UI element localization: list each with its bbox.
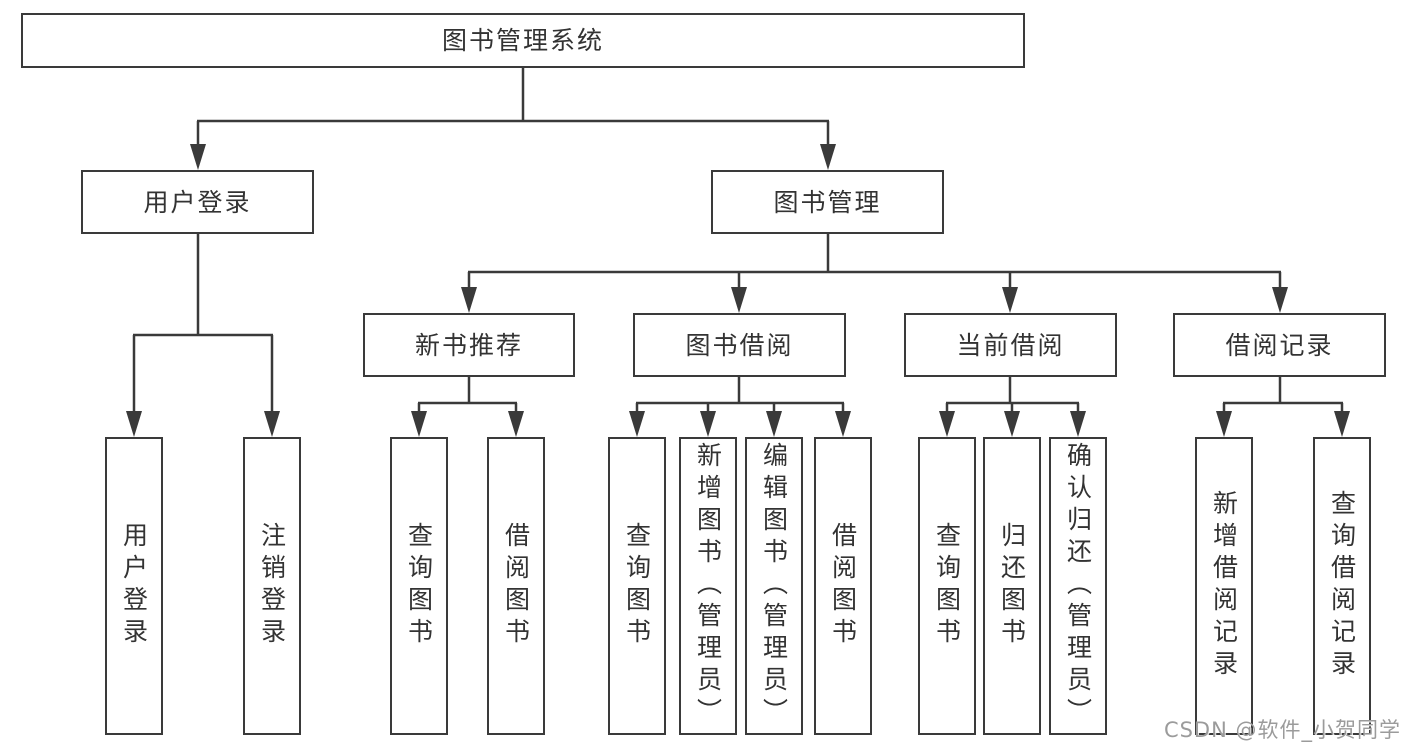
leaf-add-borrow-record: 新增借阅记录 [1195, 437, 1253, 735]
leaf-edit-book-admin: 编辑图书（管理员） [745, 437, 803, 735]
leaf-add-book-admin: 新增图书（管理员） [679, 437, 737, 735]
leaf-borrow-books-borrowing: 借阅图书 [814, 437, 872, 735]
leaf-logout: 注销登录 [243, 437, 301, 735]
leaf-borrow-books-recommend: 借阅图书 [487, 437, 545, 735]
arrowheads [126, 144, 1350, 437]
node-user-login: 用户登录 [81, 170, 314, 234]
node-library-management-system: 图书管理系统 [21, 13, 1025, 68]
node-current-borrowing: 当前借阅 [904, 313, 1117, 377]
node-new-book-recommend: 新书推荐 [363, 313, 575, 377]
leaf-confirm-return-admin: 确认归还（管理员） [1049, 437, 1107, 735]
node-book-management: 图书管理 [711, 170, 944, 234]
leaf-user-login: 用户登录 [105, 437, 163, 735]
node-book-borrowing: 图书借阅 [633, 313, 846, 377]
leaf-query-borrow-record: 查询借阅记录 [1313, 437, 1371, 735]
leaf-return-books: 归还图书 [983, 437, 1041, 735]
leaf-query-books-recommend: 查询图书 [390, 437, 448, 735]
leaf-query-books-current: 查询图书 [918, 437, 976, 735]
csdn-watermark: CSDN @软件_小贺同学 [1163, 718, 1401, 742]
node-borrowing-records: 借阅记录 [1173, 313, 1386, 377]
leaf-query-books-borrowing: 查询图书 [608, 437, 666, 735]
connector-lines [132, 68, 1344, 418]
